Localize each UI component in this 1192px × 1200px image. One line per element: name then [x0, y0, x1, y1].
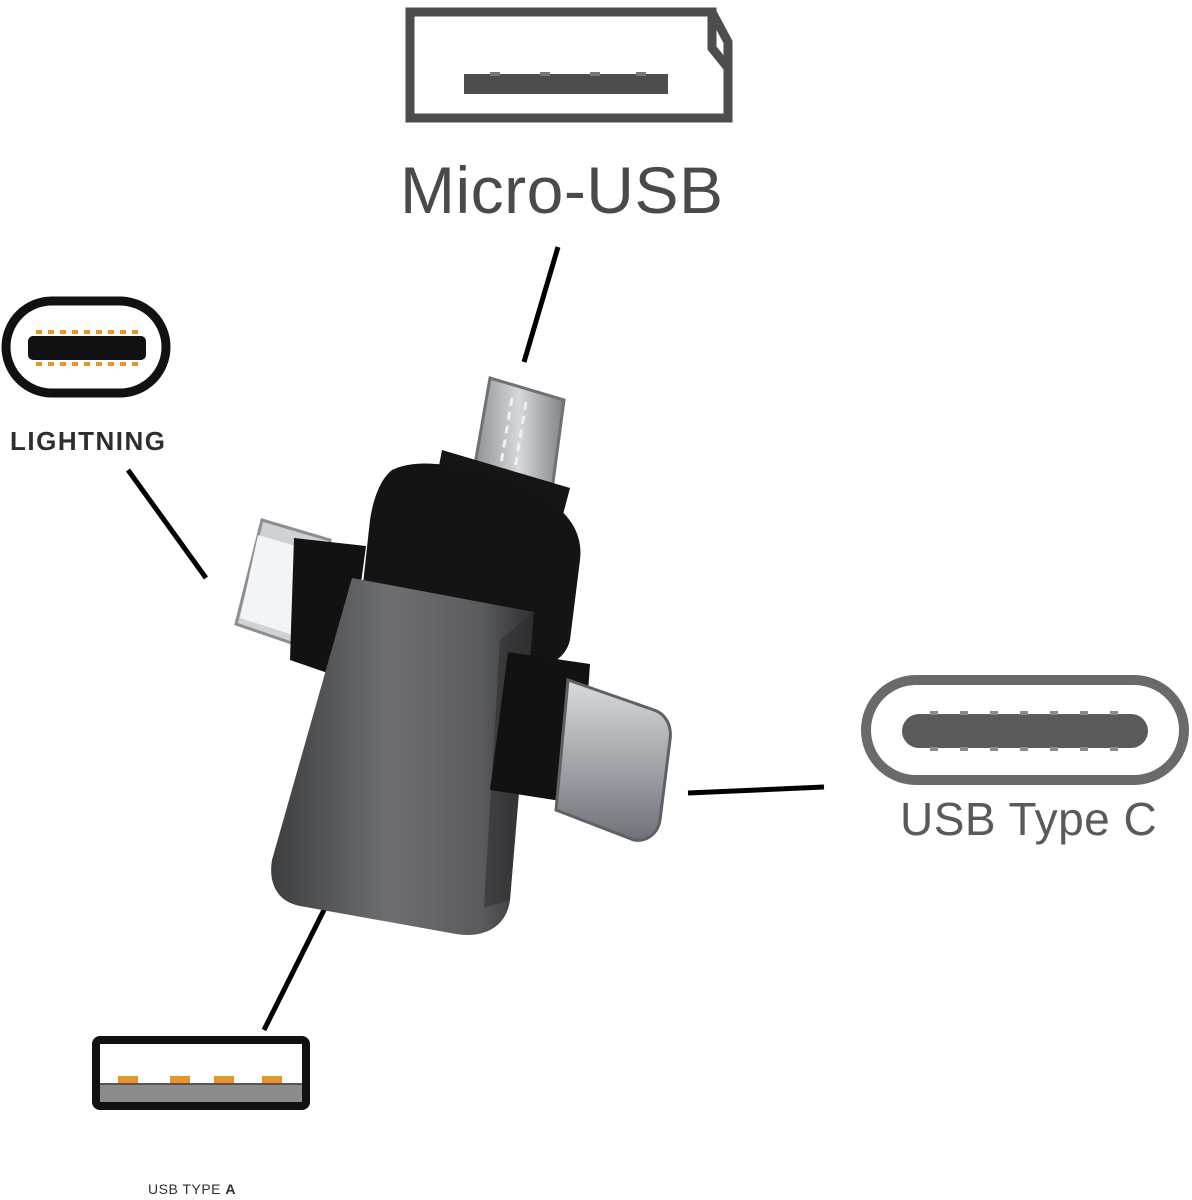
- usb-type-a-leader-line: [261, 896, 333, 1032]
- usb-type-a-port-icon: [92, 1036, 310, 1110]
- micro-usb-port-icon: [405, 7, 733, 123]
- usb-type-a-label: USB TYPE A: [148, 1181, 236, 1197]
- usb-type-a-label-prefix: USB TYPE: [148, 1181, 226, 1197]
- lightning-label: LIGHTNING: [10, 426, 167, 456]
- lightning-port-icon: [1, 296, 171, 398]
- usb-type-c-leader-line: [687, 784, 825, 796]
- usb-type-c-port-icon: [861, 675, 1189, 785]
- otg-adapter-photo: [234, 376, 672, 935]
- usb-type-a-label-letter: A: [225, 1181, 237, 1197]
- micro-usb-leader-line: [521, 246, 561, 363]
- adapter-body: [271, 578, 534, 935]
- usb-type-c-label: USB Type C: [900, 793, 1158, 845]
- usb-type-c-plug: [490, 652, 672, 842]
- micro-usb-label: Micro-USB: [400, 153, 724, 227]
- lightning-leader-line: [125, 468, 209, 580]
